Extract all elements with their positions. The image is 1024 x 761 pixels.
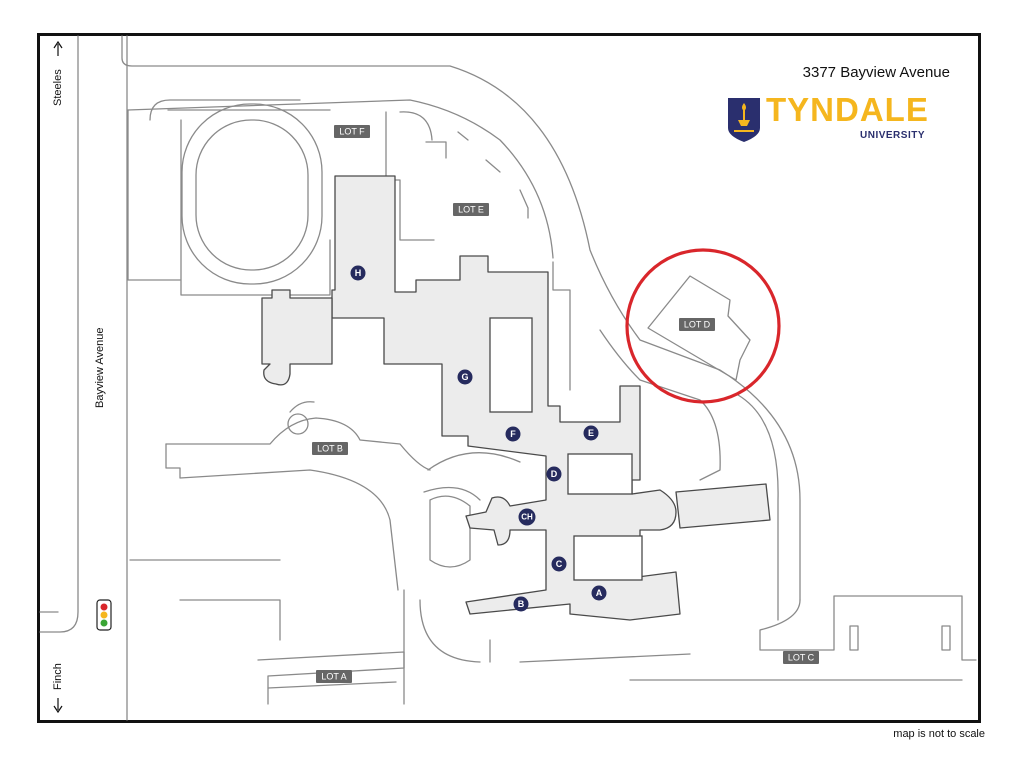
building-marker-c[interactable]: C <box>551 556 567 572</box>
campus-address: 3377 Bayview Avenue <box>802 64 950 81</box>
building-east-annex <box>675 483 771 529</box>
building-marker-f[interactable]: F <box>505 426 521 442</box>
brand-subtitle: UNIVERSITY <box>860 130 926 141</box>
south-arrow-icon <box>53 698 63 714</box>
tyndale-crest-icon <box>728 98 760 142</box>
lot-d-tag[interactable]: LOT D <box>679 318 715 331</box>
lot-a-tag[interactable]: LOT A <box>316 670 352 683</box>
lot-d-outline <box>647 275 751 381</box>
building-marker-ch[interactable]: CH <box>518 508 536 526</box>
lot-c-tag[interactable]: LOT C <box>783 651 819 664</box>
svg-text:LOT C: LOT C <box>788 653 815 663</box>
building-h-west <box>261 289 333 386</box>
building-marker-a[interactable]: A <box>591 585 607 601</box>
building-marker-e[interactable]: E <box>583 425 599 441</box>
svg-text:B: B <box>518 599 525 609</box>
svg-text:LOT D: LOT D <box>684 320 711 330</box>
lot-f-tag[interactable]: LOT F <box>334 125 370 138</box>
lot-b-tag[interactable]: LOT B <box>312 442 348 455</box>
campus-roads <box>121 35 977 705</box>
svg-text:E: E <box>588 428 594 438</box>
bayview-avenue-road <box>39 35 128 721</box>
north-arrow-icon <box>53 40 63 56</box>
brand-name: TYNDALE <box>766 91 929 128</box>
svg-text:G: G <box>461 372 468 382</box>
svg-text:C: C <box>556 559 563 569</box>
bayview-avenue-label: Bayview Avenue <box>94 327 106 408</box>
building-footprints <box>261 175 771 621</box>
svg-text:LOT B: LOT B <box>317 444 343 454</box>
building-marker-d[interactable]: D <box>546 466 562 482</box>
svg-text:LOT F: LOT F <box>339 127 365 137</box>
svg-text:D: D <box>551 469 558 479</box>
building-marker-g[interactable]: G <box>457 369 473 385</box>
finch-label: Finch <box>52 663 64 690</box>
svg-text:F: F <box>510 429 516 439</box>
steeles-label: Steeles <box>52 69 64 106</box>
scale-footnote: map is not to scale <box>893 728 985 740</box>
lot-e-tag[interactable]: LOT E <box>453 203 489 216</box>
svg-text:A: A <box>596 588 603 598</box>
traffic-light-icon <box>96 599 112 631</box>
svg-text:CH: CH <box>521 513 533 522</box>
building-marker-b[interactable]: B <box>513 596 529 612</box>
lot-d-highlight-circle <box>625 248 781 404</box>
svg-text:LOT E: LOT E <box>458 205 484 215</box>
svg-text:H: H <box>355 268 362 278</box>
building-marker-h[interactable]: H <box>350 265 366 281</box>
svg-text:LOT A: LOT A <box>321 672 346 682</box>
